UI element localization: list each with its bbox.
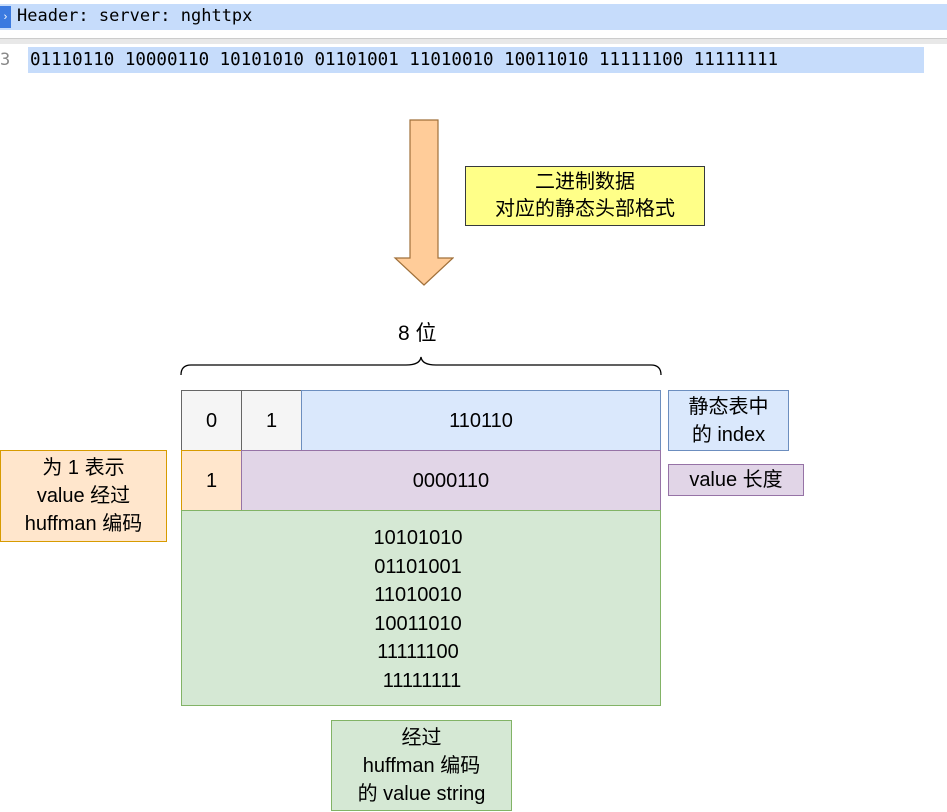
binary-bytes-row[interactable]: 01110110 10000110 10101010 01101001 1101… <box>28 47 924 73</box>
value-bytes-cell: 10101010 01101001 11010010 10011010 1111… <box>181 510 661 706</box>
value-byte: 10011010 <box>374 612 462 635</box>
value-byte: 11111100 <box>377 641 459 663</box>
value-byte: 01101001 <box>374 555 462 578</box>
label-line: huffman 编码 <box>362 754 481 777</box>
width-label: 8 位 <box>398 322 437 345</box>
huffman-flag-label: 为 1 表示 value 经过 huffman 编码 <box>0 450 167 542</box>
note-line: 对应的静态头部格式 <box>495 198 675 220</box>
label-line: 为 1 表示 <box>42 457 125 479</box>
huffman-flag-cell: 1 <box>181 450 242 511</box>
label-line: 的 index <box>691 423 766 446</box>
header-row[interactable]: › Header: server: nghttpx <box>0 4 947 30</box>
width-brace <box>180 356 662 376</box>
index-label: 静态表中 的 index <box>668 390 789 451</box>
length-bits-cell: 0000110 <box>241 450 661 511</box>
header-text: Header: server: nghttpx <box>17 6 253 26</box>
label-line: value 经过 <box>36 485 131 507</box>
arrow-note: 二进制数据 对应的静态头部格式 <box>465 166 705 226</box>
label-line: 的 value string <box>357 782 486 805</box>
pane-divider[interactable] <box>0 38 947 44</box>
label-line: 静态表中 <box>688 395 769 418</box>
bit1-cell: 1 <box>241 390 302 451</box>
line-marker: 3 <box>0 50 11 70</box>
length-label: value 长度 <box>668 464 804 496</box>
label-line: huffman 编码 <box>24 513 143 535</box>
value-byte: 10101010 <box>373 527 463 549</box>
expand-chevron-icon[interactable]: › <box>0 6 11 28</box>
down-arrow <box>393 119 454 286</box>
value-string-label: 经过 huffman 编码 的 value string <box>331 720 512 811</box>
value-byte: 11010010 <box>374 584 462 606</box>
label-line: 经过 <box>401 726 442 749</box>
value-byte: 11111111 <box>382 669 462 692</box>
bit0-cell: 0 <box>181 390 242 451</box>
note-line: 二进制数据 <box>535 171 635 193</box>
index-bits-cell: 110110 <box>301 390 661 451</box>
